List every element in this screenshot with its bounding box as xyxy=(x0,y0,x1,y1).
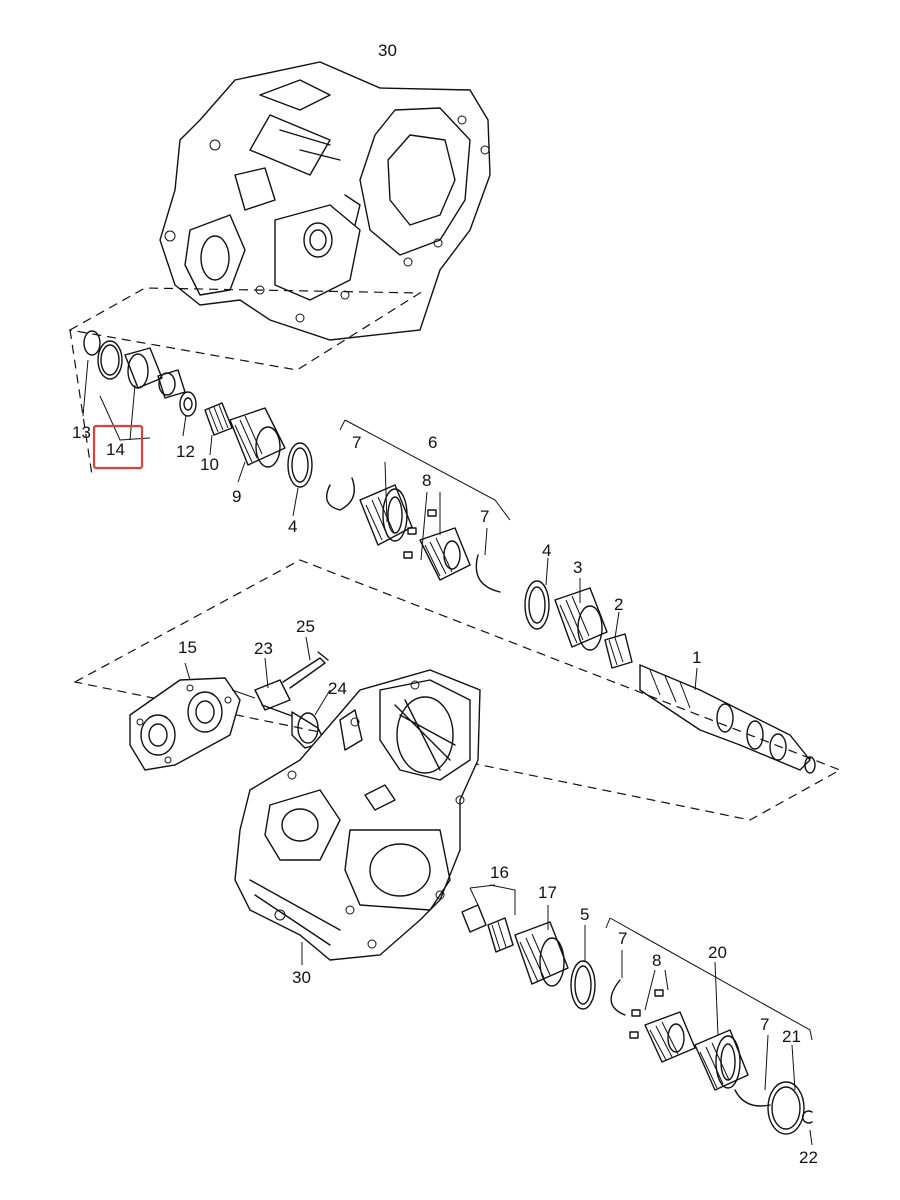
callout-8-lower: 8 xyxy=(652,951,661,970)
callout-30-bottom: 30 xyxy=(292,968,311,987)
lower-gear-group xyxy=(461,904,596,1010)
callout-15: 15 xyxy=(178,638,197,657)
bearing-group-upper xyxy=(83,330,313,488)
callout-5: 5 xyxy=(580,905,589,924)
small-parts-23-24-25 xyxy=(254,651,329,749)
callout-7-c: 7 xyxy=(618,929,627,948)
callout-4-upper: 4 xyxy=(288,517,297,536)
callout-20: 20 xyxy=(708,943,727,962)
callout-22: 22 xyxy=(799,1148,818,1167)
lower-synchronizer-group xyxy=(610,979,813,1135)
callout-6: 6 xyxy=(428,433,437,452)
callout-labels: 30 13 14 12 10 9 4 7 6 8 7 4 3 2 1 15 25… xyxy=(72,41,818,1167)
cover-plate-15 xyxy=(129,677,241,771)
callout-12: 12 xyxy=(176,442,195,461)
callout-3: 3 xyxy=(573,558,582,577)
callout-9: 9 xyxy=(232,487,241,506)
callout-10: 10 xyxy=(200,455,219,474)
callout-23: 23 xyxy=(254,639,273,658)
callout-7-d: 7 xyxy=(760,1015,769,1034)
synchronizer-group-6 xyxy=(326,477,501,593)
callout-13: 13 xyxy=(72,423,91,442)
callout-7-b: 7 xyxy=(480,507,489,526)
highlight-box-14 xyxy=(92,424,144,470)
callout-14[interactable]: 14 xyxy=(106,440,125,459)
main-shaft-group xyxy=(524,580,816,774)
upper-housing xyxy=(159,61,491,341)
callout-7-a: 7 xyxy=(352,433,361,452)
callout-25: 25 xyxy=(296,617,315,636)
callout-24: 24 xyxy=(328,679,347,698)
callout-17: 17 xyxy=(538,883,557,902)
callout-30-top: 30 xyxy=(378,41,397,60)
callout-2: 2 xyxy=(614,595,623,614)
callout-8-upper: 8 xyxy=(422,471,431,490)
callout-21: 21 xyxy=(782,1027,801,1046)
callout-4-mid: 4 xyxy=(542,541,551,560)
callout-1: 1 xyxy=(692,648,701,667)
callout-16: 16 xyxy=(490,863,509,882)
lower-housing xyxy=(234,669,481,961)
